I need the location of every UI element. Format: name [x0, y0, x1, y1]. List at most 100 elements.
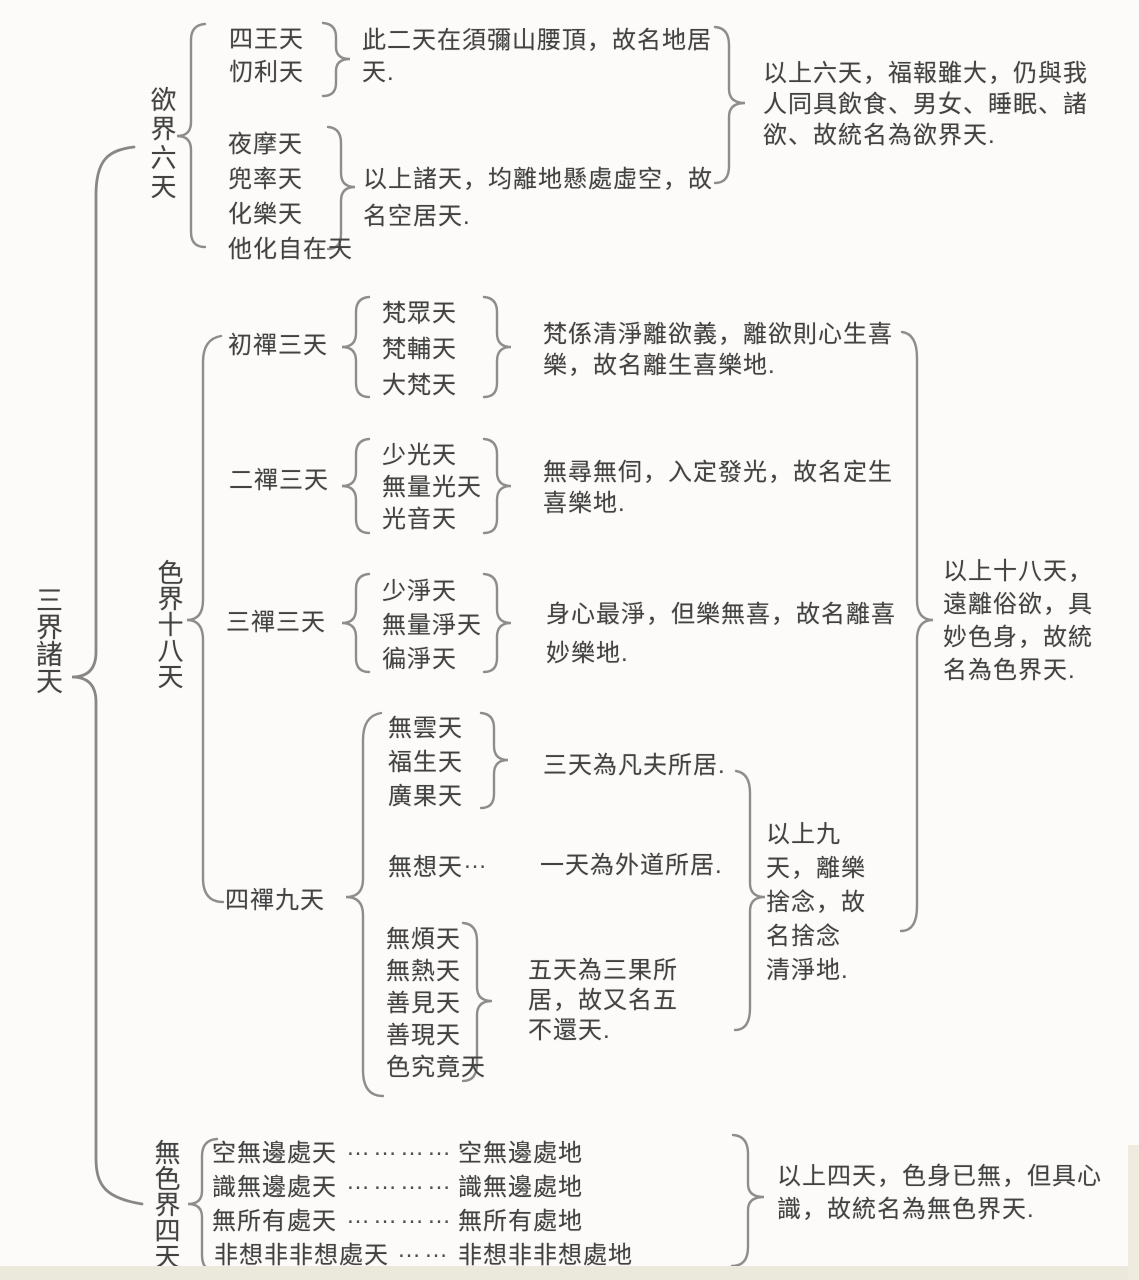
summary-line: 名為色界天.: [943, 657, 1076, 684]
sky-heavens-note: 以上諸天，均離地懸處虛空，故 名空居天.: [363, 161, 713, 235]
stage-name: 非想非非想處地: [458, 1242, 633, 1269]
heaven-name: 無量光天: [382, 474, 482, 501]
note-line: 妙樂地.: [546, 640, 629, 667]
right-edge-strip: [1128, 1145, 1139, 1280]
pure-abode-heavens: 無煩天 無熱天 善見天 善現天 色究竟天: [386, 924, 486, 1084]
ground-heavens-note: 此二天在須彌山腰頂，故名地居 天.: [362, 25, 712, 89]
dhyana4-label: 四禪九天: [225, 887, 325, 914]
brace-dhyana1-open: [341, 295, 371, 399]
pure-abodes-note: 五天為三果所 居，故又名五 不還天.: [528, 956, 678, 1046]
heaven-name: 識無邊處天: [212, 1174, 337, 1201]
leader-dots: ……: [397, 1236, 451, 1263]
note-line: 喜樂地.: [543, 490, 626, 517]
dhyana3-note: 身心最淨，但樂無喜，故名離喜 妙樂地.: [546, 595, 896, 673]
dhyana3-label: 三禪三天: [226, 609, 326, 636]
heaven-name: 福生天: [388, 749, 463, 776]
summary-line: 以上十八天，: [943, 558, 1093, 585]
note-line: 不還天.: [528, 1017, 611, 1044]
note-line: 居，故又名五: [528, 987, 678, 1014]
note-line: 五天為三果所: [528, 957, 678, 984]
formless-realm-summary: 以上四天，色身已無，但具心 識，故統名為無色界天.: [777, 1160, 1102, 1226]
leader-dots: …: [463, 847, 490, 874]
dhyana1-note: 梵係清淨離欲義，離欲則心生喜 樂，故名離生喜樂地.: [543, 319, 893, 381]
heaven-name: 光音天: [382, 506, 457, 533]
heaven-name: 化樂天: [228, 201, 303, 228]
brace-root: [71, 145, 144, 1206]
brace-form-realm: [186, 334, 225, 904]
note-line: 無尋無伺，入定發光，故名定生: [543, 459, 893, 486]
brace-dhyana4: [345, 711, 385, 1098]
diagram-title: 三界諸天: [32, 586, 62, 694]
heaven-name: 空無邊處天: [212, 1140, 337, 1167]
dhyana1-heavens: 梵眾天 梵輔天 大梵天: [382, 296, 457, 404]
note-line: 梵係清淨離欲義，離欲則心生喜: [543, 321, 893, 348]
realm-label-form: 色界十八天: [154, 559, 184, 689]
summary-line: 清淨地.: [766, 957, 849, 984]
brace-dhyana3-close: [482, 572, 512, 674]
heaven-name: 四王天: [229, 26, 304, 53]
stage-name: 無所有處地: [458, 1208, 583, 1235]
heaven-name: 無熱天: [386, 958, 461, 985]
footer-strip: [0, 1266, 1139, 1280]
heaven-name: 無想天: [388, 854, 463, 881]
summary-line: 妙色身，故統: [943, 624, 1093, 651]
brace-ground-heavens: [321, 21, 351, 98]
brace-dhyana2-close: [482, 437, 512, 535]
summary-line: 人同具飲食、男女、睡眠、諸: [763, 91, 1088, 118]
dhyana2-heavens: 少光天 無量光天 光音天: [382, 440, 482, 536]
summary-line: 以上六天，福報雖大，仍與我: [763, 60, 1088, 87]
heaven-name: 善現天: [386, 1022, 461, 1049]
brace-pure-abodes-close: [461, 921, 493, 1083]
note-line: 身心最淨，但樂無喜，故名離喜: [546, 601, 896, 628]
heaven-name: 徧淨天: [382, 646, 457, 673]
leader-dots: …………: [346, 1168, 454, 1195]
dhyana1-label: 初禪三天: [228, 332, 328, 359]
brace-formless-summary: [730, 1133, 765, 1268]
note-line: 此二天在須彌山腰頂，故名地居: [362, 27, 712, 54]
heaven-name: 兜率天: [228, 166, 303, 193]
desire-realm-summary: 以上六天，福報雖大，仍與我 人同具飲食、男女、睡眠、諸 欲、故統名為欲界天.: [763, 58, 1088, 151]
brace-dhyana3-open: [341, 572, 371, 674]
outsider-note: 一天為外道所居.: [540, 852, 723, 879]
leader-dots: …………: [346, 1134, 454, 1161]
note-line: 名空居天.: [363, 203, 471, 230]
realm-label-desire: 欲界六天: [147, 86, 177, 202]
summary-line: 以上四天，色身已無，但具心: [777, 1163, 1102, 1190]
ground-heavens-list: 四王天 忉利天: [229, 23, 304, 89]
heaven-name: 梵輔天: [382, 336, 457, 363]
note-line: 天.: [362, 59, 395, 86]
heaven-name: 他化自在天: [228, 236, 353, 263]
leader-dots: …………: [346, 1202, 454, 1229]
summary-line: 以上九: [766, 821, 841, 848]
heaven-name: 忉利天: [229, 59, 304, 86]
brace-ordinary-close: [479, 711, 509, 810]
brace-desire-summary: [713, 25, 746, 185]
form-realm-summary: 以上十八天， 遠離俗欲，具 妙色身，故統 名為色界天.: [943, 555, 1093, 687]
dhyana3-heavens: 少淨天 無量淨天 徧淨天: [382, 575, 482, 677]
heaven-name: 無雲天: [388, 715, 463, 742]
brace-formless-realm: [187, 1137, 220, 1274]
heaven-name: 色究竟天: [386, 1054, 486, 1081]
heaven-name: 廣果天: [388, 783, 463, 810]
heaven-name: 大梵天: [382, 372, 457, 399]
heaven-name: 無所有處天: [212, 1208, 337, 1235]
heaven-name: 善見天: [386, 990, 461, 1017]
ordinary-note: 三天為凡夫所居.: [543, 752, 726, 779]
brace-dhyana1-close: [482, 295, 512, 399]
ordinary-heavens: 無雲天 福生天 廣果天: [388, 712, 463, 814]
note-line: 以上諸天，均離地懸處虛空，故: [363, 166, 713, 193]
summary-line: 捨念，故: [766, 889, 866, 916]
dhyana2-note: 無尋無伺，入定發光，故名定生 喜樂地.: [543, 457, 893, 519]
summary-line: 天，離樂: [766, 855, 866, 882]
summary-line: 識，故統名為無色界天.: [777, 1196, 1035, 1223]
heaven-name: 少光天: [382, 442, 457, 469]
brace-sky-heavens: [326, 125, 356, 251]
sky-heavens-list: 夜摩天 兜率天 化樂天 他化自在天: [228, 127, 353, 267]
stage-name: 識無邊處地: [458, 1174, 583, 1201]
heaven-name: 夜摩天: [228, 131, 303, 158]
summary-line: 遠離俗欲，具: [943, 591, 1093, 618]
dhyana2-label: 二禪三天: [229, 467, 329, 494]
realm-label-formless: 無色界四天: [151, 1139, 181, 1269]
